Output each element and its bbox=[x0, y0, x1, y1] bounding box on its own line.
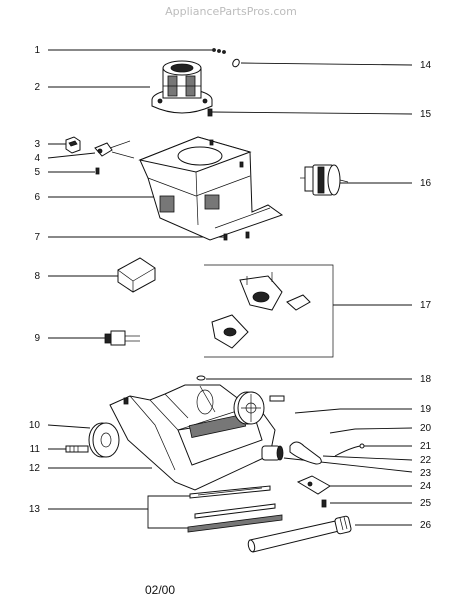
part-23-bearing bbox=[261, 445, 284, 461]
watermark-text: AppliancePartsPros.com bbox=[165, 5, 297, 18]
callout-4: 4 bbox=[34, 153, 40, 164]
part-13-brush-strips bbox=[187, 485, 283, 533]
callout-3: 3 bbox=[34, 139, 40, 150]
part-3-block bbox=[65, 136, 81, 154]
part-peg bbox=[269, 395, 285, 402]
part-4-bracket bbox=[94, 140, 135, 159]
callout-12: 12 bbox=[29, 463, 41, 474]
callout-24: 24 bbox=[420, 481, 432, 492]
callout-23: 23 bbox=[420, 468, 432, 479]
callout-2: 2 bbox=[34, 82, 40, 93]
callout-15: 15 bbox=[420, 109, 432, 120]
part-21-spring bbox=[334, 443, 365, 457]
callout-20: 20 bbox=[420, 423, 432, 434]
wheel-icon bbox=[88, 422, 120, 458]
callout-19: 19 bbox=[420, 404, 432, 415]
callout-9: 9 bbox=[34, 333, 40, 344]
callout-10: 10 bbox=[29, 420, 41, 431]
motor-assembly-icon bbox=[151, 60, 213, 114]
wheel-icon-front bbox=[233, 391, 265, 425]
callout-25: 25 bbox=[420, 498, 432, 509]
part-25-screw bbox=[321, 499, 327, 508]
part-15-screw bbox=[207, 108, 213, 117]
part-24-bracket bbox=[296, 475, 331, 495]
leader-lines bbox=[47, 49, 413, 529]
callout-26: 26 bbox=[420, 520, 432, 531]
callout-14: 14 bbox=[420, 60, 432, 71]
callout-11: 11 bbox=[30, 444, 41, 455]
part-7-screw bbox=[223, 231, 250, 241]
part-14-clip bbox=[232, 58, 240, 68]
callout-6: 6 bbox=[34, 192, 40, 203]
part-19-rod bbox=[294, 408, 341, 414]
callout-21: 21 bbox=[420, 441, 432, 452]
part-1-screws bbox=[212, 48, 226, 54]
callout-18: 18 bbox=[420, 374, 432, 385]
callout-7: 7 bbox=[34, 232, 40, 243]
part-11-axle bbox=[65, 445, 89, 453]
part-17-group bbox=[204, 264, 334, 358]
hose-tube-icon bbox=[247, 515, 352, 553]
callout-1: 1 bbox=[34, 45, 40, 56]
callout-5: 5 bbox=[34, 167, 40, 178]
part-8-bracket bbox=[117, 257, 156, 293]
callout-13: 13 bbox=[29, 504, 41, 515]
callout-16: 16 bbox=[420, 178, 432, 189]
callout-17: 17 bbox=[420, 300, 432, 311]
callout-labels: 1 2 3 4 5 6 7 8 9 10 11 12 13 14 15 16 1… bbox=[29, 45, 432, 531]
part-9-connector bbox=[104, 330, 140, 346]
callout-22: 22 bbox=[420, 455, 432, 466]
revision-date: 02/00 bbox=[145, 583, 175, 597]
motor-housing-icon bbox=[138, 136, 284, 241]
callout-8: 8 bbox=[34, 271, 40, 282]
part-20-rod bbox=[329, 428, 356, 434]
part-5-screw bbox=[95, 167, 100, 175]
part-18-clip bbox=[196, 375, 206, 381]
part-22-belt bbox=[289, 441, 322, 465]
part-16-motor bbox=[300, 164, 349, 196]
